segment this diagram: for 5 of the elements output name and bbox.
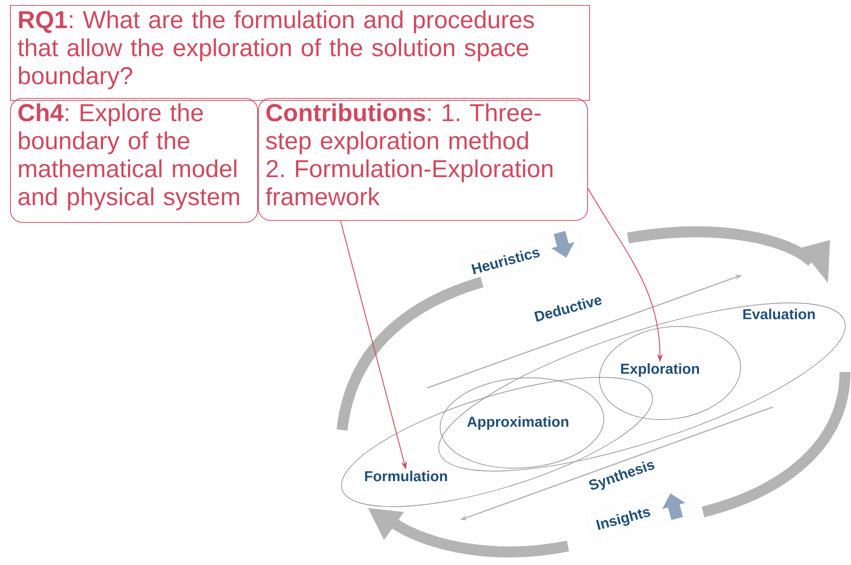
text-box: Contributions: 1. Three-step exploration method 2. Formulation-Exploration framework — [258, 98, 588, 221]
text-box: RQ1: What are the formulation and procedures that allow the exploration of the solution space boundary? — [10, 5, 590, 101]
text-box: Ch4: Explore the boundary of the mathematical model and physical system — [10, 98, 258, 223]
ellipse-region: Approximation — [440, 377, 604, 469]
ellipse-region: Exploration — [599, 326, 741, 420]
